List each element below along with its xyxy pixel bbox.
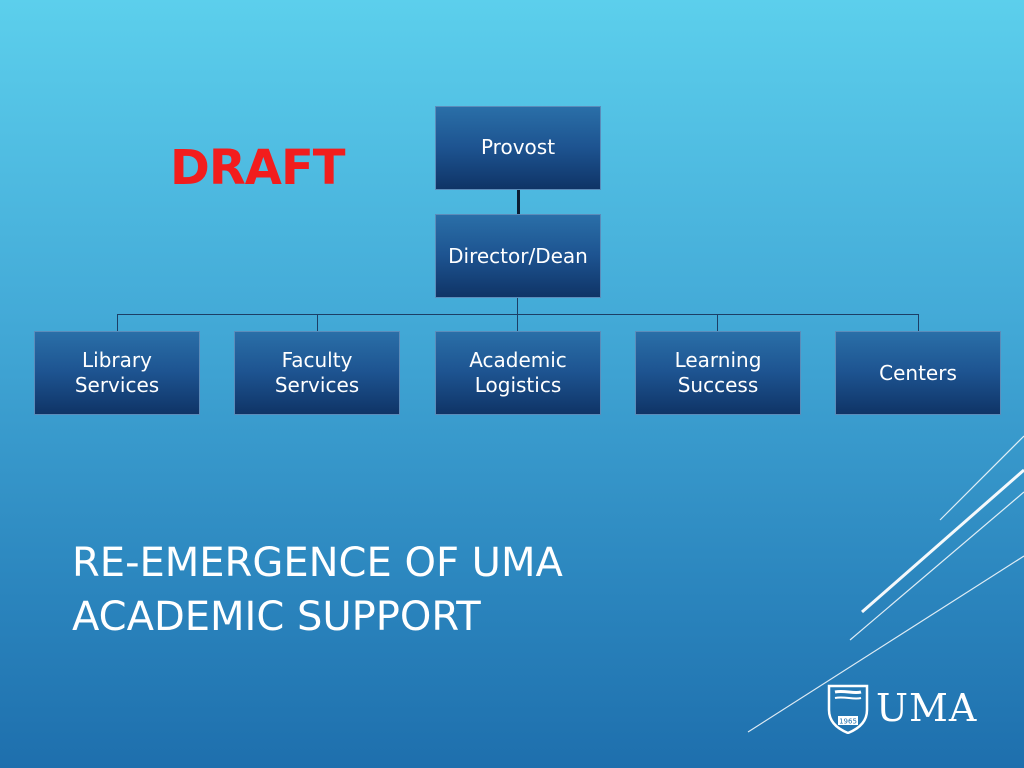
uma-logo: 1965 UMA bbox=[826, 682, 977, 734]
unit-box-faculty-services: Faculty Services bbox=[234, 331, 400, 415]
unit-box-library-services: Library Services bbox=[34, 331, 200, 415]
connector-drop-1 bbox=[117, 314, 118, 332]
draft-label: DRAFT bbox=[170, 140, 345, 196]
connector-director-bus bbox=[517, 297, 518, 315]
unit-box-learning-success: Learning Success bbox=[635, 331, 801, 415]
connector-drop-2 bbox=[317, 314, 318, 332]
connector-drop-4 bbox=[717, 314, 718, 332]
provost-box: Provost bbox=[435, 106, 601, 190]
slide-title: RE-EMERGENCE OF UMA ACADEMIC SUPPORT bbox=[72, 536, 563, 644]
uma-logo-text: UMA bbox=[876, 686, 978, 730]
slide-title-line-2: ACADEMIC SUPPORT bbox=[72, 594, 481, 640]
connector-horizontal-bus bbox=[117, 314, 919, 315]
connector-provost-director bbox=[517, 190, 520, 216]
unit-box-academic-logistics: Academic Logistics bbox=[435, 331, 601, 415]
unit-box-centers: Centers bbox=[835, 331, 1001, 415]
uma-shield-icon: 1965 bbox=[827, 684, 869, 734]
slide-title-line-1: RE-EMERGENCE OF UMA bbox=[72, 540, 563, 586]
connector-drop-5 bbox=[918, 314, 919, 332]
director-dean-box: Director/Dean bbox=[435, 214, 601, 298]
seal-year: 1965 bbox=[839, 718, 857, 726]
connector-drop-3 bbox=[517, 314, 518, 332]
